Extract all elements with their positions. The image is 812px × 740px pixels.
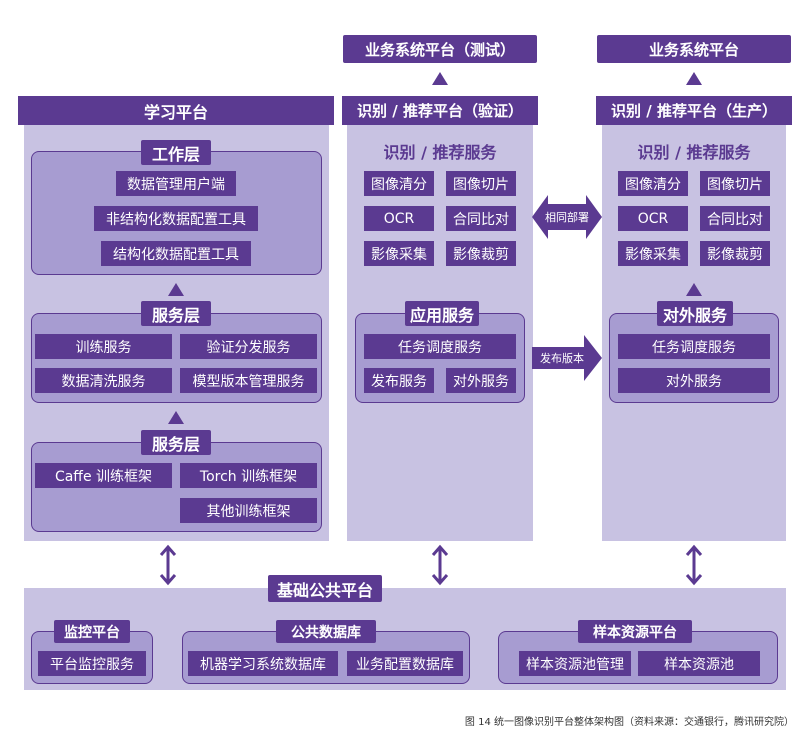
verify-image-crop: 影像裁剪 [446,241,516,266]
framework-layer-title: 服务层 [141,430,211,455]
prod-external-title: 对外服务 [657,301,733,326]
publish-version-arrow-icon [532,335,602,381]
up-arrow-icon [168,283,184,296]
up-arrow-icon [168,411,184,424]
verify-image-slicing: 图像切片 [446,171,516,196]
up-arrow-icon [686,72,702,85]
platform-monitor-service: 平台监控服务 [38,651,146,676]
learning-platform-title: 学习平台 [18,96,334,125]
publish-version-label: 发布版本 [540,352,584,365]
prod-ocr: OCR [618,206,688,231]
figure-caption: 图 14 统一图像识别平台整体架构图（资料来源：交通银行，腾讯研究院） [464,717,794,728]
publish-service: 发布服务 [364,368,434,393]
structured-data-config-tool: 结构化数据配置工具 [101,241,251,266]
task-scheduling-service: 任务调度服务 [364,334,516,359]
external-service: 对外服务 [446,368,516,393]
business-config-database: 业务配置数据库 [347,651,463,676]
prod-business-platform: 业务系统平台 [597,35,791,63]
verify-contract-compare: 合同比对 [446,206,516,231]
sample-resource-platform-title: 样本资源平台 [578,620,692,643]
bidirectional-arrow-icon [159,544,177,586]
up-arrow-icon [686,283,702,296]
data-management-client: 数据管理用户端 [116,171,236,196]
base-platform-title: 基础公共平台 [268,575,382,602]
prod-image-sorting: 图像清分 [618,171,688,196]
sample-pool: 样本资源池 [638,651,760,676]
bidirectional-arrow-icon [431,544,449,586]
test-business-platform: 业务系统平台（测试） [343,35,537,63]
service-layer-title: 服务层 [141,301,211,326]
bidirectional-arrow-icon [685,544,703,586]
other-framework: 其他训练框架 [180,498,317,523]
verify-image-capture: 影像采集 [364,241,434,266]
ml-system-database: 机器学习系统数据库 [188,651,338,676]
data-cleaning-service: 数据清洗服务 [35,368,172,393]
prod-service-title: 识别 / 推荐服务 [637,143,751,162]
public-database-title: 公共数据库 [276,620,376,643]
verify-platform-title: 识别 / 推荐平台（验证） [342,96,538,125]
prod-task-scheduling-service: 任务调度服务 [618,334,770,359]
same-deploy-arrow-icon [532,195,602,239]
prod-platform-title: 识别 / 推荐平台（生产） [596,96,792,125]
verify-image-sorting: 图像清分 [364,171,434,196]
up-arrow-icon [432,72,448,85]
verify-service-title: 识别 / 推荐服务 [383,143,497,162]
torch-framework: Torch 训练框架 [180,463,317,488]
monitor-platform-title: 监控平台 [54,620,130,643]
unstructured-data-config-tool: 非结构化数据配置工具 [94,206,258,231]
work-layer-title: 工作层 [141,140,211,165]
sample-pool-management: 样本资源池管理 [519,651,631,676]
prod-image-slicing: 图像切片 [700,171,770,196]
validation-distribution-service: 验证分发服务 [180,334,317,359]
verify-ocr: OCR [364,206,434,231]
same-deploy-label: 相同部署 [545,211,589,224]
prod-image-capture: 影像采集 [618,241,688,266]
model-version-management-service: 模型版本管理服务 [180,368,317,393]
prod-external-service: 对外服务 [618,368,770,393]
caffe-framework: Caffe 训练框架 [35,463,172,488]
training-service: 训练服务 [35,334,172,359]
prod-image-crop: 影像裁剪 [700,241,770,266]
app-service-title: 应用服务 [405,301,479,326]
prod-contract-compare: 合同比对 [700,206,770,231]
